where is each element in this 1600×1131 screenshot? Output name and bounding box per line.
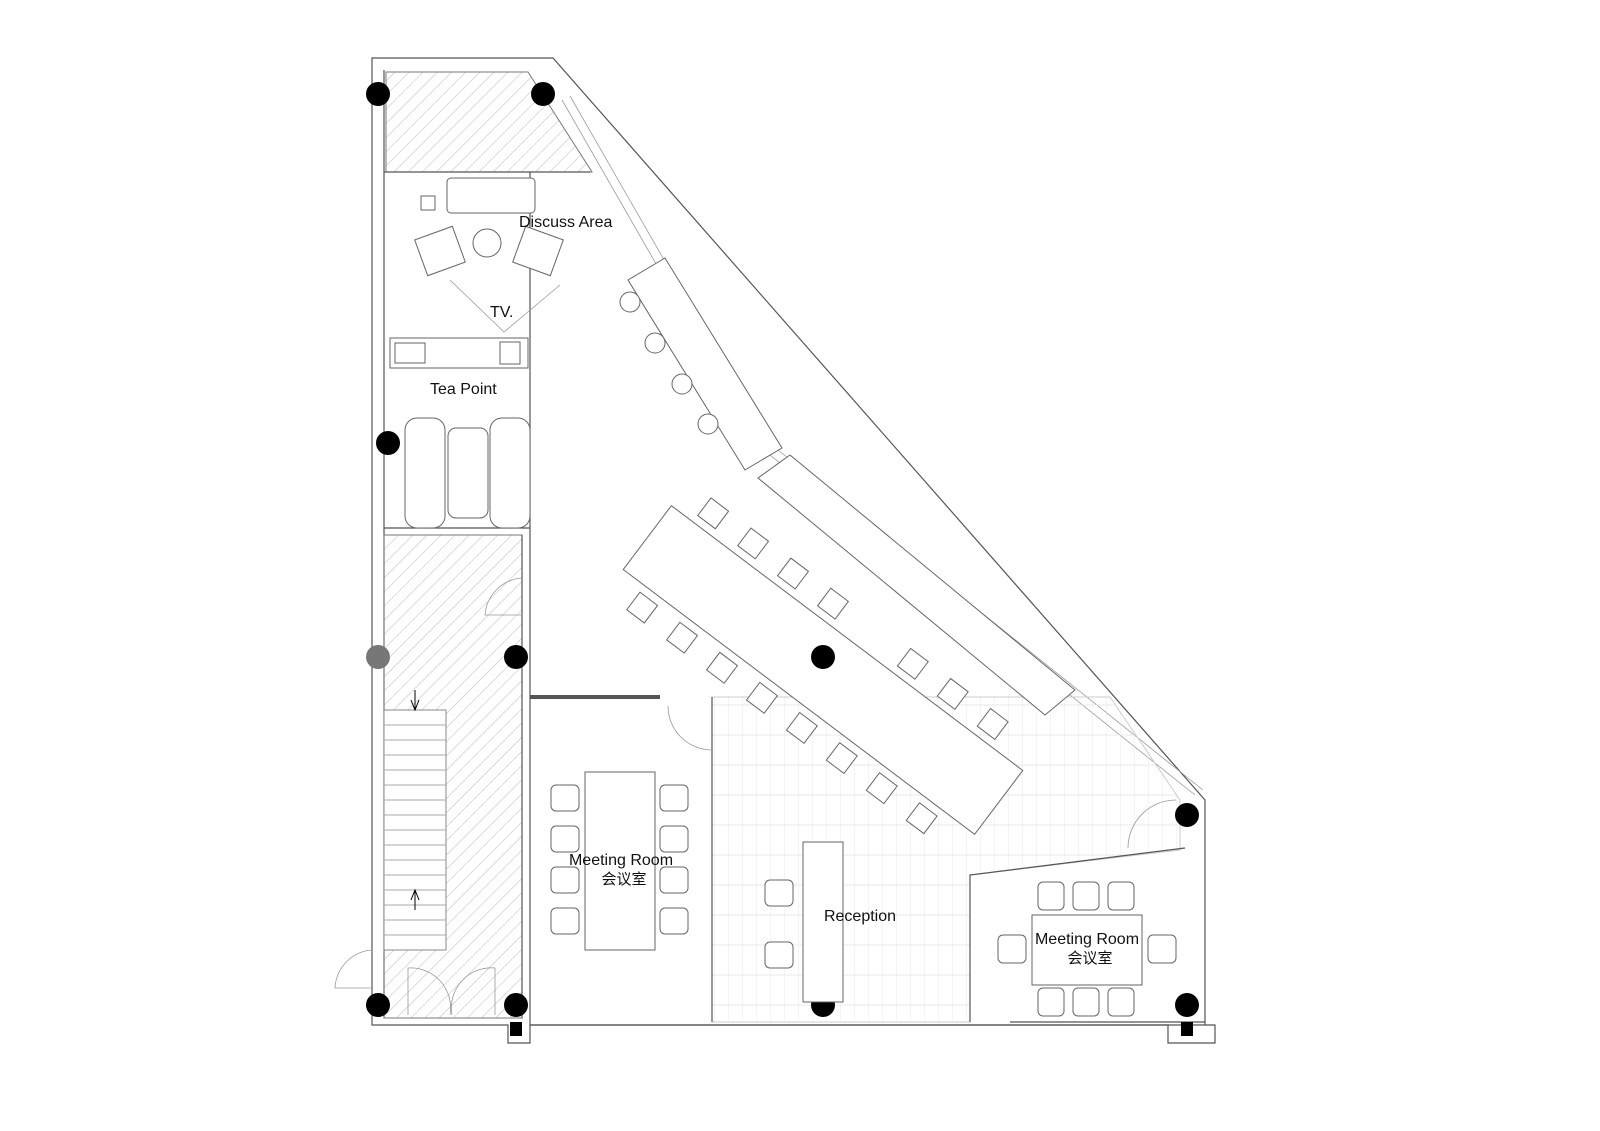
label-tv: TV. <box>490 304 513 321</box>
meeting-room-1-furniture <box>550 771 689 951</box>
label-discuss-area: Discuss Area <box>519 214 612 231</box>
doors <box>334 577 1177 1016</box>
bar-counter <box>619 257 783 471</box>
label-meeting-room-2: Meeting Room <box>1035 931 1139 948</box>
hatched-void-top <box>385 71 593 173</box>
long-work-table <box>622 497 1024 836</box>
structural-columns <box>366 82 1199 1036</box>
reception-furniture <box>764 841 844 1003</box>
meeting-room-2-furniture <box>997 881 1177 1017</box>
staircase <box>383 690 447 951</box>
discuss-area-furniture <box>414 177 564 333</box>
label-reception: Reception <box>824 908 896 925</box>
interior-walls <box>384 171 1205 1025</box>
window-counter <box>757 454 1076 716</box>
tea-point-furniture <box>389 337 531 529</box>
label-meeting-room-1-cn: 会议室 <box>601 870 646 888</box>
label-tea-point: Tea Point <box>430 381 497 398</box>
label-meeting-room-2-cn: 会议室 <box>1067 949 1112 967</box>
label-meeting-room-1: Meeting Room <box>569 852 673 869</box>
